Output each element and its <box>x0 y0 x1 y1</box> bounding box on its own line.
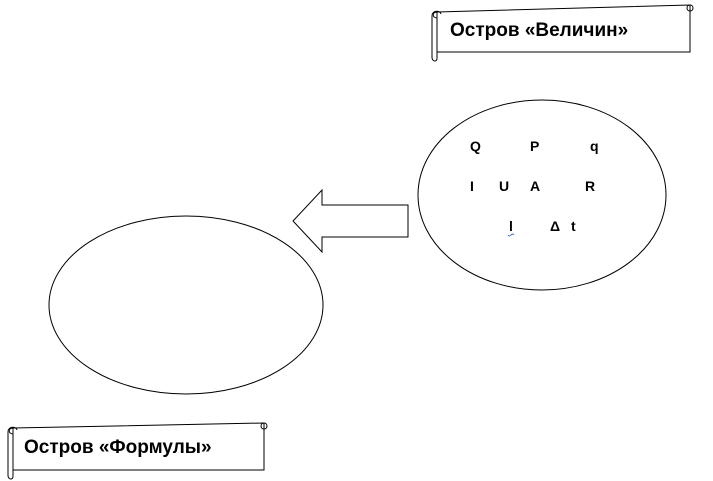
spell-underline <box>507 233 515 237</box>
quantity-delta: Δ <box>550 218 560 234</box>
quantity-l: l <box>509 218 513 234</box>
banner-top-right-label: Остров «Величин» <box>450 20 628 41</box>
quantity-I: I <box>470 178 474 194</box>
quantity-U: U <box>499 178 509 194</box>
quantity-P: P <box>530 138 539 154</box>
left-arrow <box>292 188 409 254</box>
banner-bottom-left: Остров «Формулы» <box>7 422 268 480</box>
quantity-q: q <box>590 138 599 154</box>
formula-island-ellipse <box>48 215 324 395</box>
quantities-island-ellipse <box>417 99 667 291</box>
quantity-A: A <box>530 178 540 194</box>
quantity-t: t <box>571 218 576 234</box>
quantity-Q: Q <box>470 138 481 154</box>
banner-bottom-left-label: Остров «Формулы» <box>24 437 212 458</box>
quantity-R: R <box>585 178 595 194</box>
quantities-group: Q P q I U A R l Δ t <box>470 138 599 237</box>
banner-top-right: Остров «Величин» <box>431 4 694 62</box>
